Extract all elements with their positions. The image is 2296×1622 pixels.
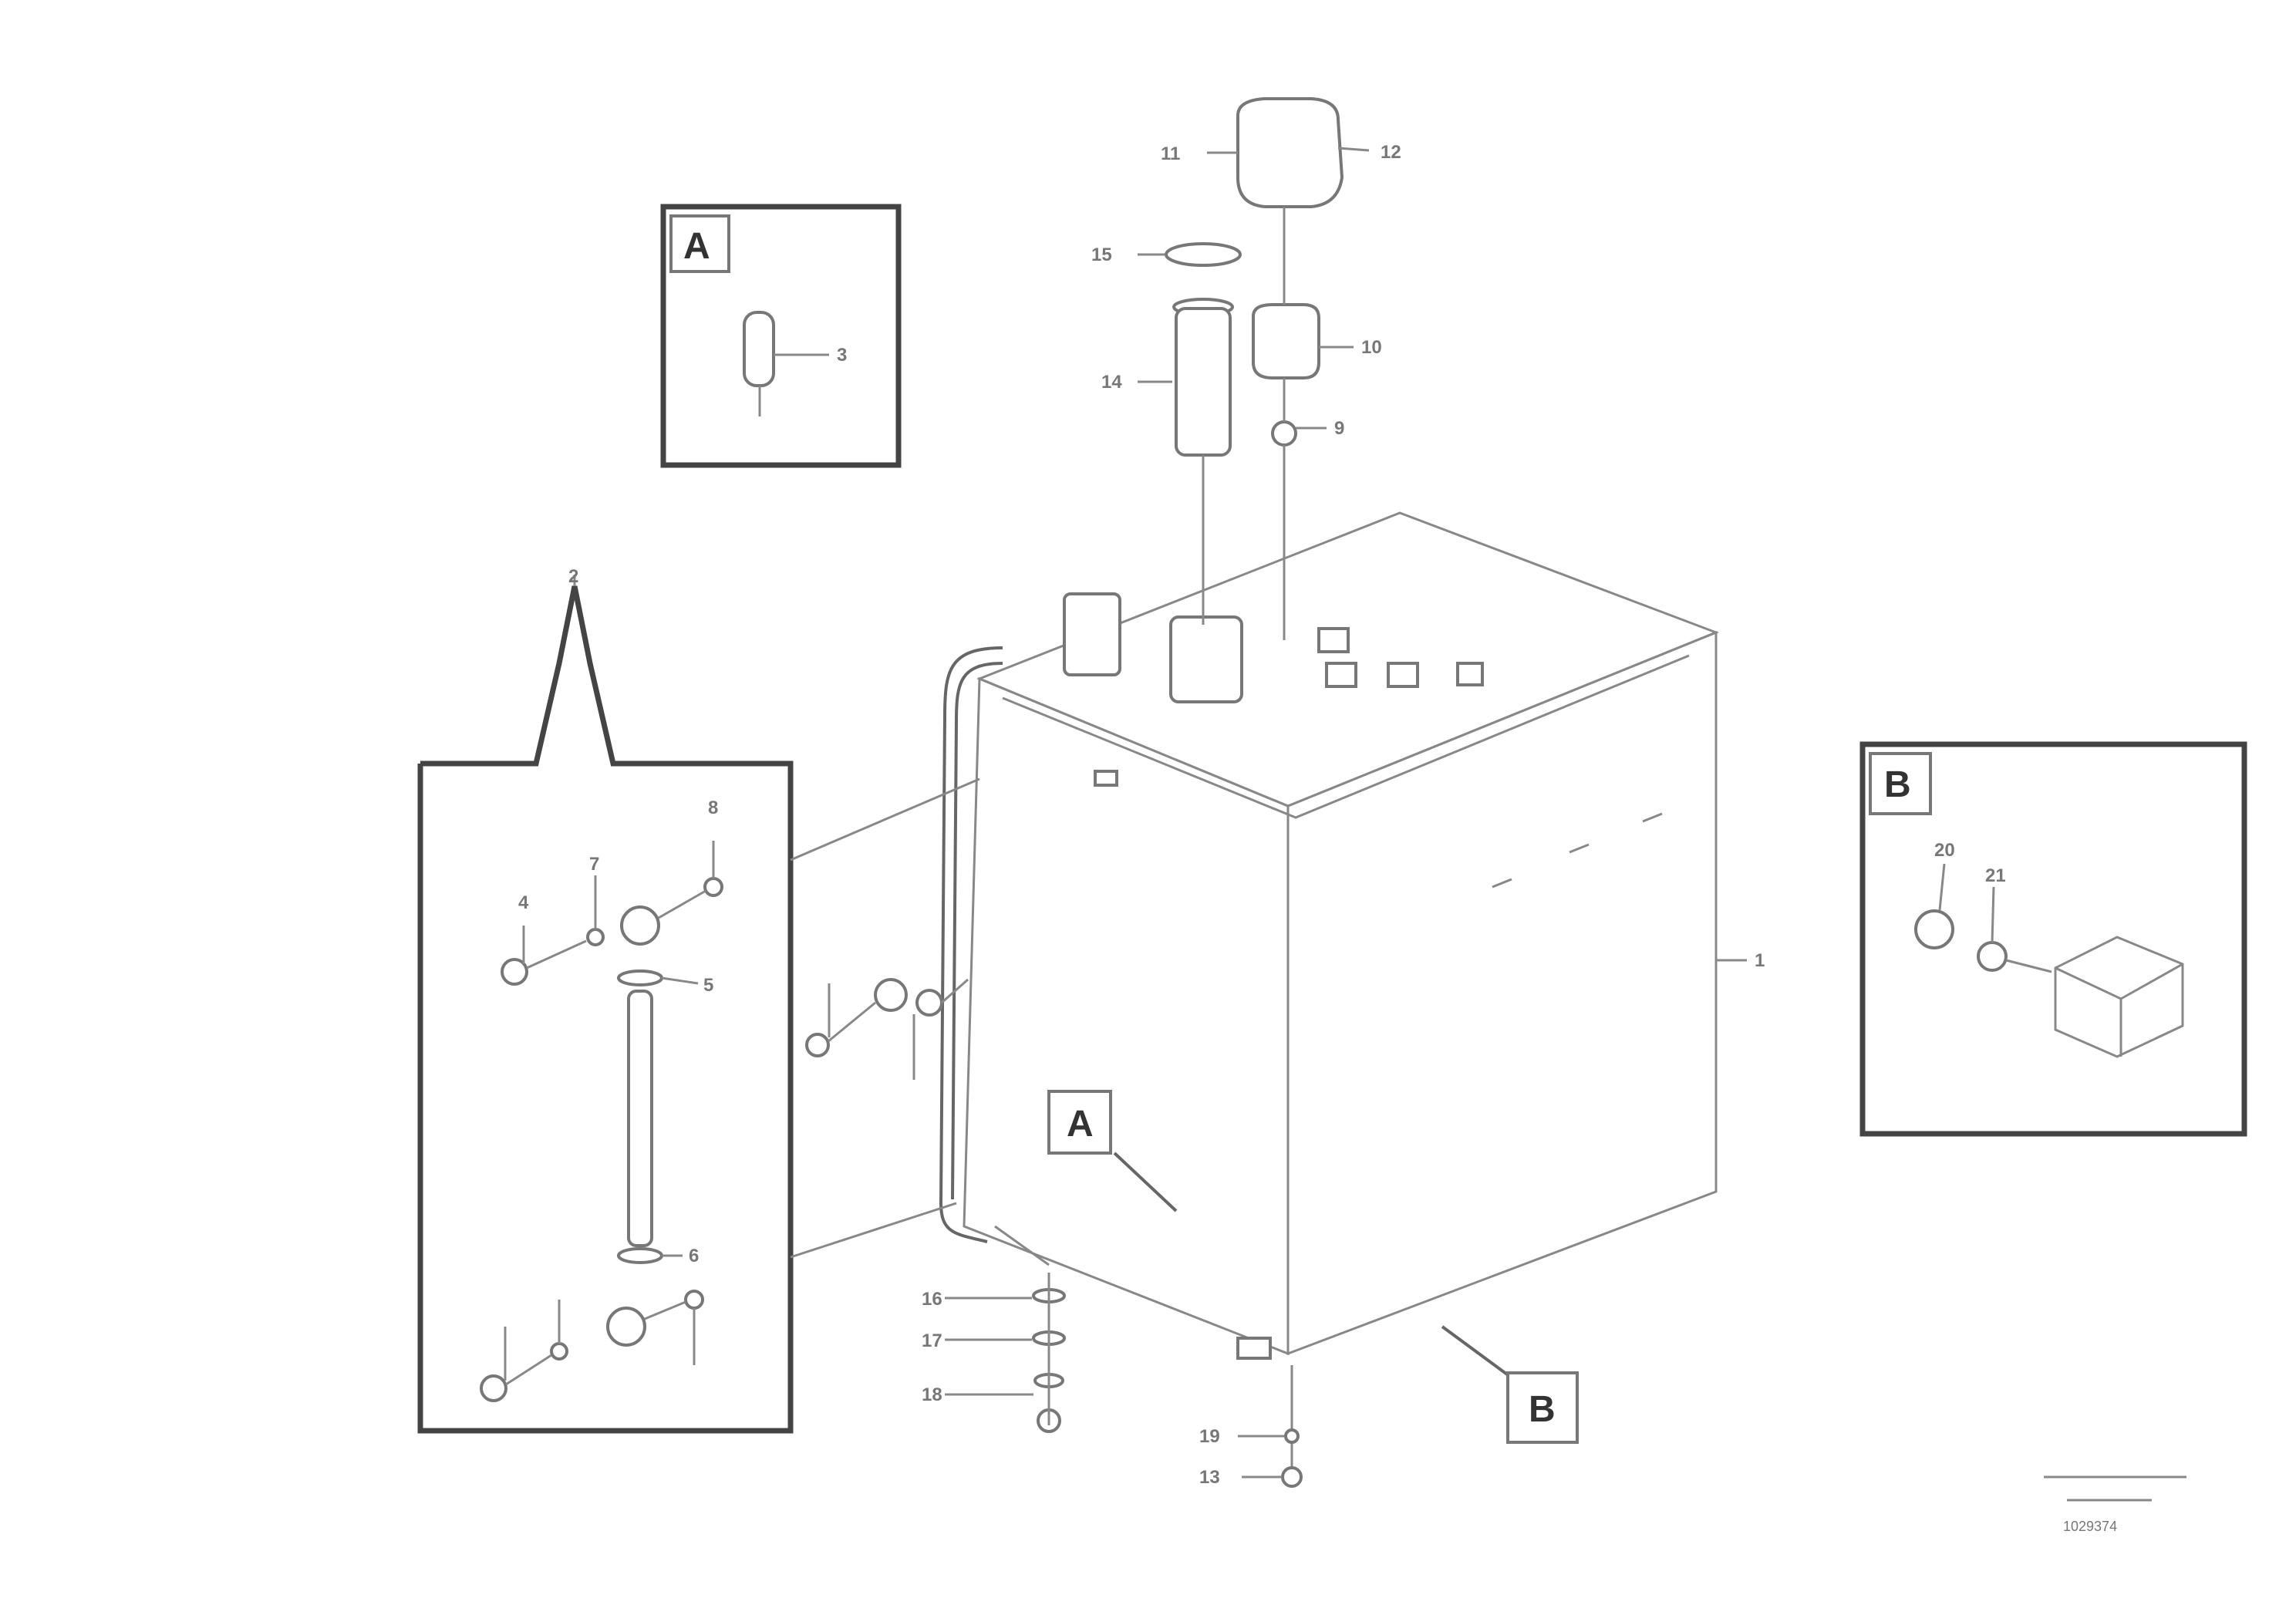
drawing-ref-number: 1029374: [2063, 1519, 2117, 1534]
hydraulic-tank: [939, 511, 1720, 1360]
detail-a-label: A: [683, 226, 710, 267]
hose-kit-box: [417, 575, 980, 1434]
callout-17: 17: [922, 1330, 942, 1351]
callout-10: 10: [1361, 337, 1382, 358]
callout-3: 3: [837, 345, 847, 366]
drawing-reference: 1029374: [2044, 1475, 2186, 1534]
callout-6: 6: [689, 1246, 699, 1266]
callout-11: 11: [1161, 143, 1180, 164]
filter-assembly: [1165, 97, 1344, 640]
callout-9: 9: [1334, 418, 1344, 439]
detail-tags: A B A B: [683, 226, 1911, 1444]
callout-1: 1: [1755, 950, 1765, 971]
callout-2: 2: [568, 566, 578, 587]
callout-7: 7: [589, 854, 599, 875]
detail-a-box: [660, 204, 902, 468]
detail-b-callout: B: [1529, 1389, 1556, 1430]
side-fittings: [805, 978, 1303, 1488]
callout-4: 4: [518, 892, 529, 913]
callout-leaders: [1113, 147, 1747, 1382]
callout-8: 8: [708, 798, 718, 818]
callout-14: 14: [1101, 372, 1122, 393]
callout-18: 18: [922, 1384, 942, 1405]
callout-19: 19: [1199, 1426, 1220, 1447]
callout-21: 21: [1985, 865, 2006, 886]
callout-numbers: 11 12 15 14 10 9 3 1 2 8 7 4 5 6 16 17 1…: [518, 142, 2006, 1488]
callout-20: 20: [1934, 840, 1955, 861]
callout-13: 13: [1199, 1467, 1220, 1488]
callout-15: 15: [1091, 244, 1112, 265]
detail-b-box: [1859, 741, 2247, 1137]
callout-16: 16: [922, 1289, 942, 1310]
detail-a-callout: A: [1067, 1104, 1094, 1145]
callout-12: 12: [1381, 142, 1401, 163]
detail-b-label: B: [1884, 764, 1911, 805]
callout-5: 5: [703, 975, 713, 996]
